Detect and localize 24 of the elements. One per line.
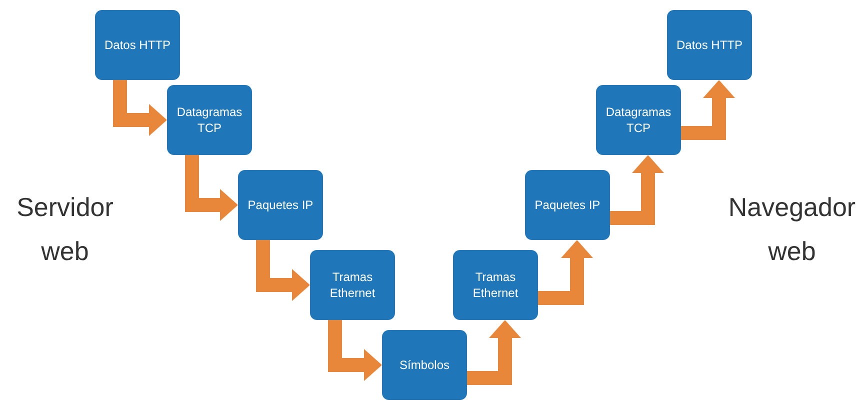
process-box (310, 250, 395, 320)
process-box (525, 170, 610, 240)
box-label: Paquetes IP (248, 196, 314, 214)
box-label: Datagramas TCP (604, 104, 672, 136)
arrow (610, 155, 664, 225)
box-label: Tramas Ethernet (328, 268, 376, 302)
box-label: Paquetes IP (534, 196, 600, 214)
process-box (667, 10, 752, 80)
arrow (113, 80, 167, 136)
box-label: Datagramas TCP (176, 104, 244, 136)
process-box (453, 250, 538, 320)
side-label: Servidor web (16, 191, 114, 268)
box-label: Datos HTTP (104, 36, 170, 54)
side-label: Navegador web (727, 191, 856, 268)
process-box (238, 170, 323, 240)
process-box (95, 10, 180, 80)
box-label: Datos HTTP (676, 36, 742, 54)
process-box (167, 85, 252, 155)
box-label: Tramas Ethernet (472, 268, 520, 302)
box-label: Símbolos (399, 356, 450, 374)
process-box (382, 330, 467, 400)
arrow (467, 320, 521, 385)
arrow (538, 240, 593, 305)
process-box (596, 85, 681, 155)
